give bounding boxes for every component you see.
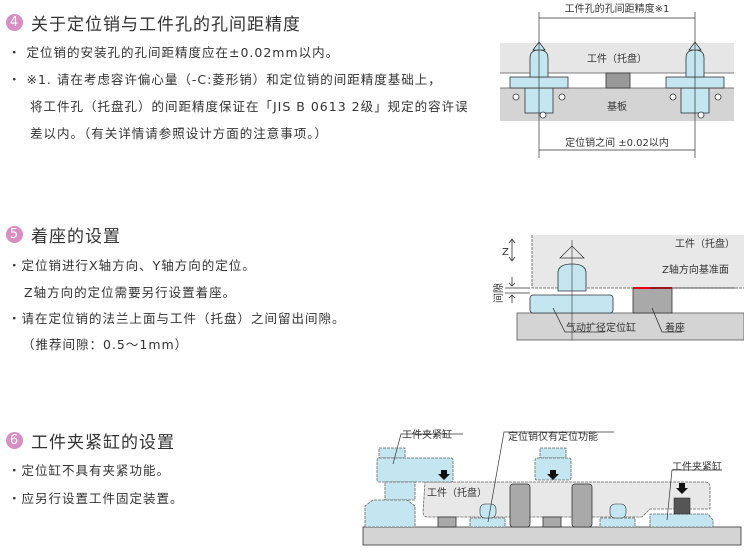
text-line: ・定位缸不具有夹紧功能。 — [8, 463, 171, 478]
z-axis-label: Z — [502, 247, 509, 258]
z-reference-label: Z轴方向基准面 — [662, 263, 729, 276]
text-line: （推荐间隙：0.5～1mm） — [22, 337, 189, 352]
text-line: Z轴方向的定位需要另行设置着座。 — [24, 285, 237, 300]
workpiece-label: 工件（托盘） — [427, 486, 487, 499]
top-dimension-label: 工件孔的孔间距精度※1 — [565, 2, 670, 15]
text-line: ・ 定位销的安装孔的孔间距精度应在±0.02mm以内。 — [8, 45, 340, 60]
bottom-dimension-label: 定位销之间 ±0.02以内 — [565, 136, 669, 149]
text-line: 将工件孔（托盘孔）的间距精度保证在「JIS B 0613 2级」规定的容许误 — [30, 99, 469, 114]
section-6-heading: 6 工件夹紧缸的设置 — [6, 428, 175, 453]
pin-function-label: 定位销仅有定位功能 — [508, 430, 598, 443]
gap-label: 间隙 — [492, 283, 505, 303]
section-number-badge: 4 — [6, 14, 23, 31]
pin-pitch-diagram: 工件孔的孔间距精度※1 工件（托盘） 基板 定位销之间 ±0.02以内 — [500, 2, 734, 158]
text-line: ・请在定位销的法兰上面与工件（托盘）之间留出间隙。 — [8, 311, 346, 326]
section-4-heading: 4 关于定位销与工件孔的孔间距精度 — [6, 10, 301, 35]
seating-diagram: Z 工件（托盘） Z轴方向基准面 间隙 气动扩径定位缸 着座 — [492, 235, 744, 341]
section-title: 工件夹紧缸的设置 — [31, 433, 175, 453]
text-line: ・ ※1. 请在考虑容许偏心量（-C:菱形销）和定位销的间距精度基础上， — [8, 72, 442, 87]
text-line: 差以内。（有关详情请参照设计方面的注意事项。） — [30, 126, 329, 141]
section-number-badge: 6 — [6, 432, 23, 449]
clamp-label-right: 工件夹紧缸 — [672, 460, 722, 473]
base-label: 基板 — [607, 100, 627, 113]
section-title: 关于定位销与工件孔的孔间距精度 — [31, 15, 301, 35]
workpiece-label: 工件（托盘） — [675, 237, 735, 250]
clamp-label-left: 工件夹紧缸 — [402, 428, 452, 441]
text-line: ・定位销进行X轴方向、Y轴方向的定位。 — [8, 258, 256, 273]
section-5-heading: 5 着座的设置 — [6, 222, 121, 247]
cylinder-label: 气动扩径定位缸 — [566, 321, 636, 334]
workpiece-label: 工件（托盘） — [587, 52, 647, 65]
section-number-badge: 5 — [6, 226, 23, 243]
clamp-diagram: 工件夹紧缸 定位销仅有定位功能 工件夹紧缸 工件（托盘） — [362, 428, 742, 546]
section-title: 着座的设置 — [31, 227, 121, 247]
text-line: ・应另行设置工件固定装置。 — [8, 491, 184, 506]
seat-label: 着座 — [665, 321, 685, 334]
